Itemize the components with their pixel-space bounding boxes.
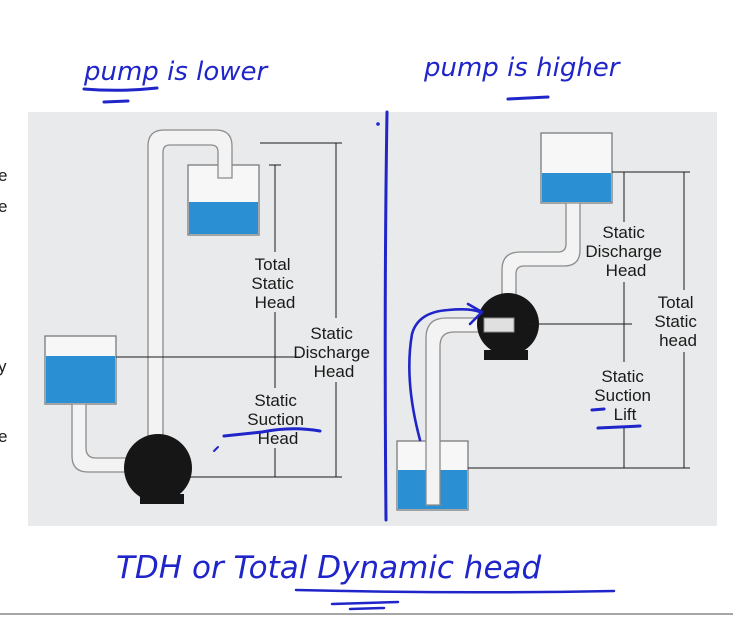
total-static-head-label: Total Static Head xyxy=(251,255,298,312)
bottom-note-tdh: TDH or Total Dynamic head xyxy=(116,550,542,586)
suction-pipe xyxy=(425,317,493,506)
ink-tick xyxy=(213,446,219,452)
flow-arrow-head xyxy=(466,302,484,326)
underline-total-dynamic-head xyxy=(294,588,616,594)
tank-water xyxy=(189,202,258,234)
heading-pump-higher: pump is higher xyxy=(423,53,622,83)
underline-is xyxy=(506,95,550,101)
discharge-pipe xyxy=(501,202,581,307)
flow-arrow-line xyxy=(408,308,482,442)
underline-pump-lower-2 xyxy=(102,99,130,104)
edge-text-fragments: e e y e xyxy=(0,166,7,446)
underline-pump-lower xyxy=(82,86,159,92)
edge-fragment: e xyxy=(0,166,7,185)
static-suction-lift-label: Static Suction Lift xyxy=(594,367,655,424)
tank-water xyxy=(46,356,115,403)
right-diagram: Static Discharge Head Total Static head … xyxy=(396,132,701,511)
discharge-pipe xyxy=(147,129,233,451)
pump xyxy=(124,434,192,504)
edge-fragment: y xyxy=(0,357,7,376)
handwritten-annotations: pump is lower pump is higher TDH or Tota… xyxy=(82,53,642,611)
total-static-head-label: Total Static head xyxy=(654,293,701,350)
underline-double xyxy=(330,600,400,611)
static-suction-head-label: Static Suction Head xyxy=(247,391,308,448)
left-diagram: Total Static Head Static Discharge Head … xyxy=(44,129,374,504)
pump xyxy=(477,293,539,360)
underline-suction-head xyxy=(222,427,322,438)
ink-dot xyxy=(376,122,380,126)
underline-suction-lift xyxy=(590,407,642,430)
heading-pump-lower: pump is lower xyxy=(83,57,270,87)
static-discharge-head-label: Static Discharge Head xyxy=(293,324,374,381)
hand-drawn-divider xyxy=(383,110,389,522)
edge-fragment: e xyxy=(0,197,7,216)
tank-water xyxy=(542,173,611,202)
edge-fragment: e xyxy=(0,427,7,446)
static-discharge-head-label: Static Discharge Head xyxy=(585,223,666,280)
